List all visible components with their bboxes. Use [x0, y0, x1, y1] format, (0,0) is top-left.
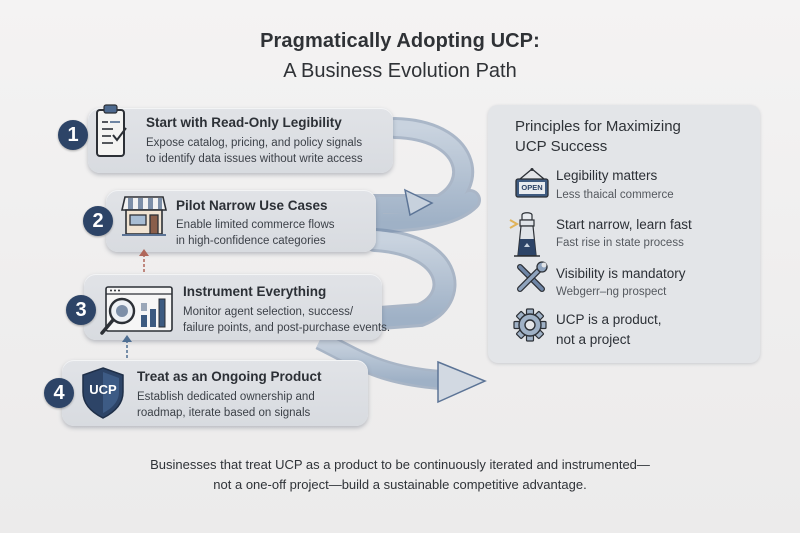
principle-title: UCP is a product, not a project	[556, 312, 662, 347]
lighthouse-icon	[509, 212, 540, 257]
step-description: Expose catalog, pricing, and policy sign…	[146, 137, 363, 165]
title-line-1: Pragmatically Adopting UCP:	[260, 30, 540, 52]
step-title: Instrument Everything	[183, 284, 327, 299]
principles-heading: Principles for Maximizing UCP Success	[515, 118, 681, 155]
gear-icon	[513, 308, 547, 342]
step-card-1: Start with Read-Only Legibility Expose c…	[88, 108, 393, 173]
step-number-badge-4: 4	[44, 378, 74, 408]
step-number-badge-2: 2	[83, 206, 113, 236]
step-title: Pilot Narrow Use Cases	[176, 198, 328, 213]
step-number-badge-3: 3	[66, 295, 96, 325]
principle-title: Start narrow, learn fast	[556, 217, 692, 232]
step-description: Enable limited commerce flows in high-co…	[176, 219, 335, 247]
principles-panel: Principles for Maximizing UCP Success OP…	[488, 105, 760, 363]
step-description: Establish dedicated ownership and roadma…	[137, 391, 315, 419]
dashed-up-arrow-3	[122, 335, 132, 368]
analytics-magnifier-icon	[100, 286, 173, 335]
open-sign-icon: OPEN	[514, 167, 550, 199]
principle-title: Visibility is mandatory	[556, 266, 686, 281]
step-number-badge-1: 1	[58, 120, 88, 150]
principle-subtitle: Webgerr–ng prospect	[556, 286, 667, 298]
title-line-2: A Business Evolution Path	[283, 60, 517, 82]
step-title: Start with Read-Only Legibility	[146, 115, 342, 130]
clipboard-check-icon	[96, 104, 127, 157]
principle-title: Legibility matters	[556, 168, 658, 183]
shield-label: UCP	[89, 382, 117, 397]
ucp-shield-icon: UCP	[80, 366, 126, 420]
storefront-icon	[121, 196, 167, 236]
open-sign-text: OPEN	[521, 183, 543, 192]
principle-subtitle: Fast rise in state process	[556, 237, 684, 249]
step-description: Monitor agent selection, success/ failur…	[183, 306, 391, 334]
footer-statement: Businesses that treat UCP as a product t…	[150, 457, 650, 492]
principle-subtitle: Less thaical commerce	[556, 189, 674, 201]
step-title: Treat as an Ongoing Product	[137, 369, 322, 384]
wrench-screwdriver-icon	[517, 261, 548, 292]
